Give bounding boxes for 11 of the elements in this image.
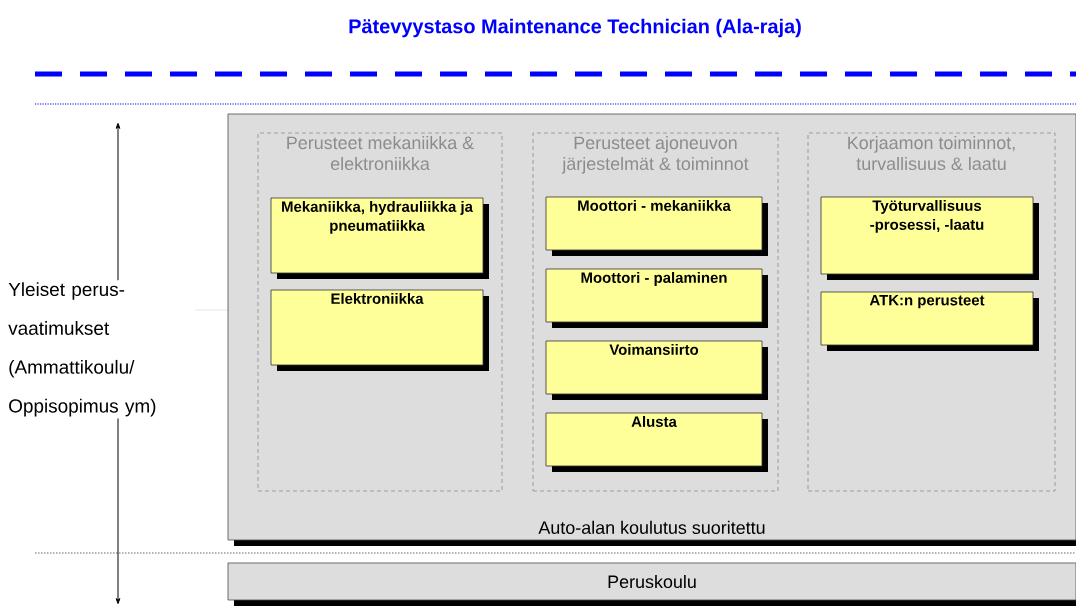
course-box: Elektroniikka xyxy=(270,289,489,371)
title: Pätevyystaso Maintenance Technician (Ala-raja) xyxy=(349,18,801,38)
band-box: Peruskoulu xyxy=(227,562,1076,606)
course-box: Moottori - mekaniikka xyxy=(545,196,768,256)
course-box: Voimansiirto xyxy=(545,340,768,400)
course-box: Mekaniikka, hydrauliikka ja pneumatiikka xyxy=(270,197,489,279)
course-box: ATK:n perusteet xyxy=(820,291,1039,351)
side-label: Yleiset perus- vaatimukset (Ammattikoulu/ Oppisopimus ym) xyxy=(6,280,196,419)
course-box: Työturvallisuus -prosessi, -laatu xyxy=(820,196,1039,280)
course-box: Alusta xyxy=(545,412,768,472)
course-box: Moottori - palaminen xyxy=(545,268,768,328)
